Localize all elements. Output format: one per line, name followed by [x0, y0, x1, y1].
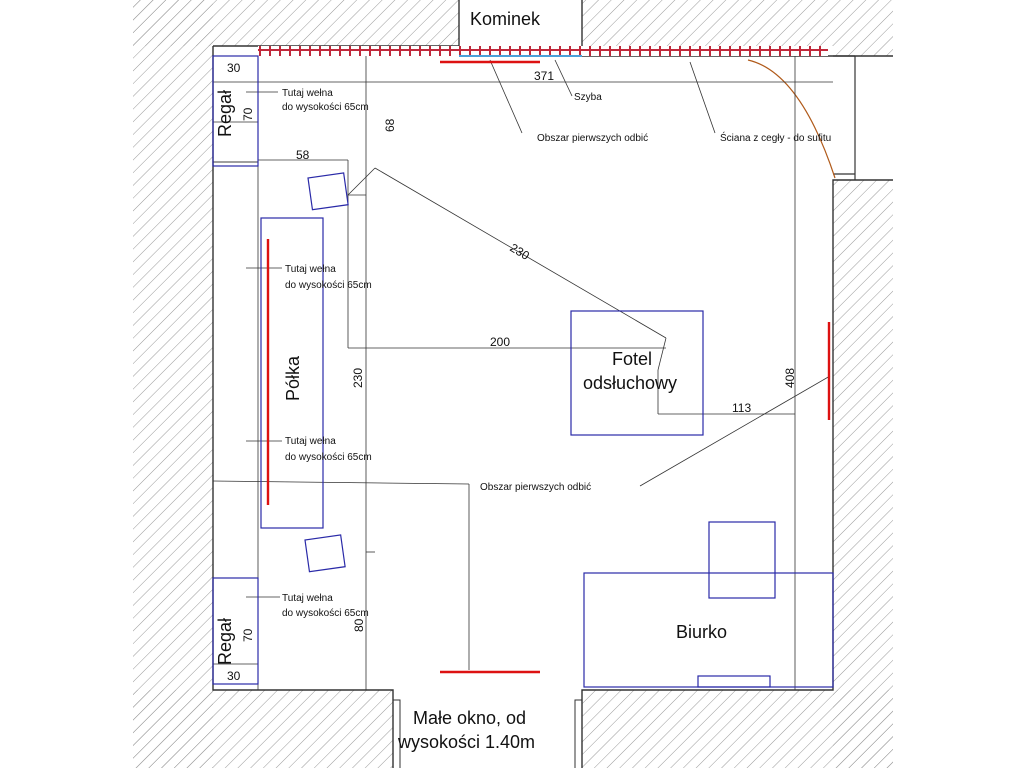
dimension-values: 30 70 371 68 58 230 200 230 408 113 80 7… [227, 61, 797, 683]
dim-80: 80 [352, 618, 366, 632]
wool-note-1-line2: do wysokości 65cm [282, 102, 369, 113]
wall-left [133, 0, 213, 768]
wall-right [833, 180, 893, 768]
desk-label: Biurko [676, 622, 727, 642]
dim-30-top: 30 [227, 61, 241, 75]
furniture [212, 55, 834, 688]
window-label-line2: wysokości 1.40m [397, 732, 535, 752]
wool-note-4-line1: Tutaj wełna [282, 593, 333, 604]
wool-note-3-line2: do wysokości 65cm [285, 452, 372, 463]
speaker-top [307, 172, 349, 211]
dim-70-top: 70 [241, 107, 255, 121]
dim-58: 58 [296, 148, 310, 162]
dim-68: 68 [383, 118, 397, 132]
shelf-bottom-label: Regał [215, 618, 235, 665]
wool-note-2-line1: Tutaj wełna [285, 264, 336, 275]
shelf-top-label: Regał [215, 90, 235, 137]
door [747, 55, 856, 180]
dim-200: 200 [490, 335, 510, 349]
dim-113: 113 [732, 401, 751, 415]
wool-note-1-line1: Tutaj wełna [282, 88, 333, 99]
wall-bottom-left [133, 690, 393, 768]
glass-label: Szyba [574, 92, 602, 103]
fireplace-label: Kominek [470, 9, 541, 29]
small-shelf [260, 217, 324, 529]
armchair [570, 310, 704, 436]
wool-note-3-line1: Tutaj wełna [285, 436, 336, 447]
desk-chair [708, 521, 776, 599]
armchair-label-line2: odsłuchowy [583, 373, 677, 393]
brick-wall-strip [258, 46, 828, 56]
wool-note-2-line2: do wysokości 65cm [285, 280, 372, 291]
brick-wall-label: Ściana z cegły - do sufitu [720, 131, 831, 144]
dim-230-vertical: 230 [351, 368, 365, 388]
speaker-bottom [304, 534, 346, 573]
desk-item [697, 675, 771, 688]
wool-note-4-line2: do wysokości 65cm [282, 608, 369, 619]
room-floor [213, 46, 833, 690]
dim-70-bottom: 70 [241, 628, 255, 642]
wall-bottom-right [582, 690, 893, 768]
first-reflections-mid-label: Obszar pierwszych odbić [480, 482, 591, 493]
labels: Kominek Szyba Obszar pierwszych odbić Śc… [215, 9, 831, 752]
dim-371: 371 [534, 69, 554, 83]
window-label-line1: Małe okno, od [413, 708, 526, 728]
dimension-lines [212, 56, 833, 691]
armchair-label-line1: Fotel [612, 349, 652, 369]
leader-lines [246, 59, 831, 598]
reflection-panels [266, 60, 831, 674]
shelf-top [212, 55, 259, 167]
dim-30-bottom: 30 [227, 669, 241, 683]
small-shelf-label: Półka [283, 355, 303, 401]
shelf-bottom [212, 577, 259, 685]
first-reflections-top-label: Obszar pierwszych odbić [537, 133, 648, 144]
dim-408: 408 [783, 368, 797, 388]
